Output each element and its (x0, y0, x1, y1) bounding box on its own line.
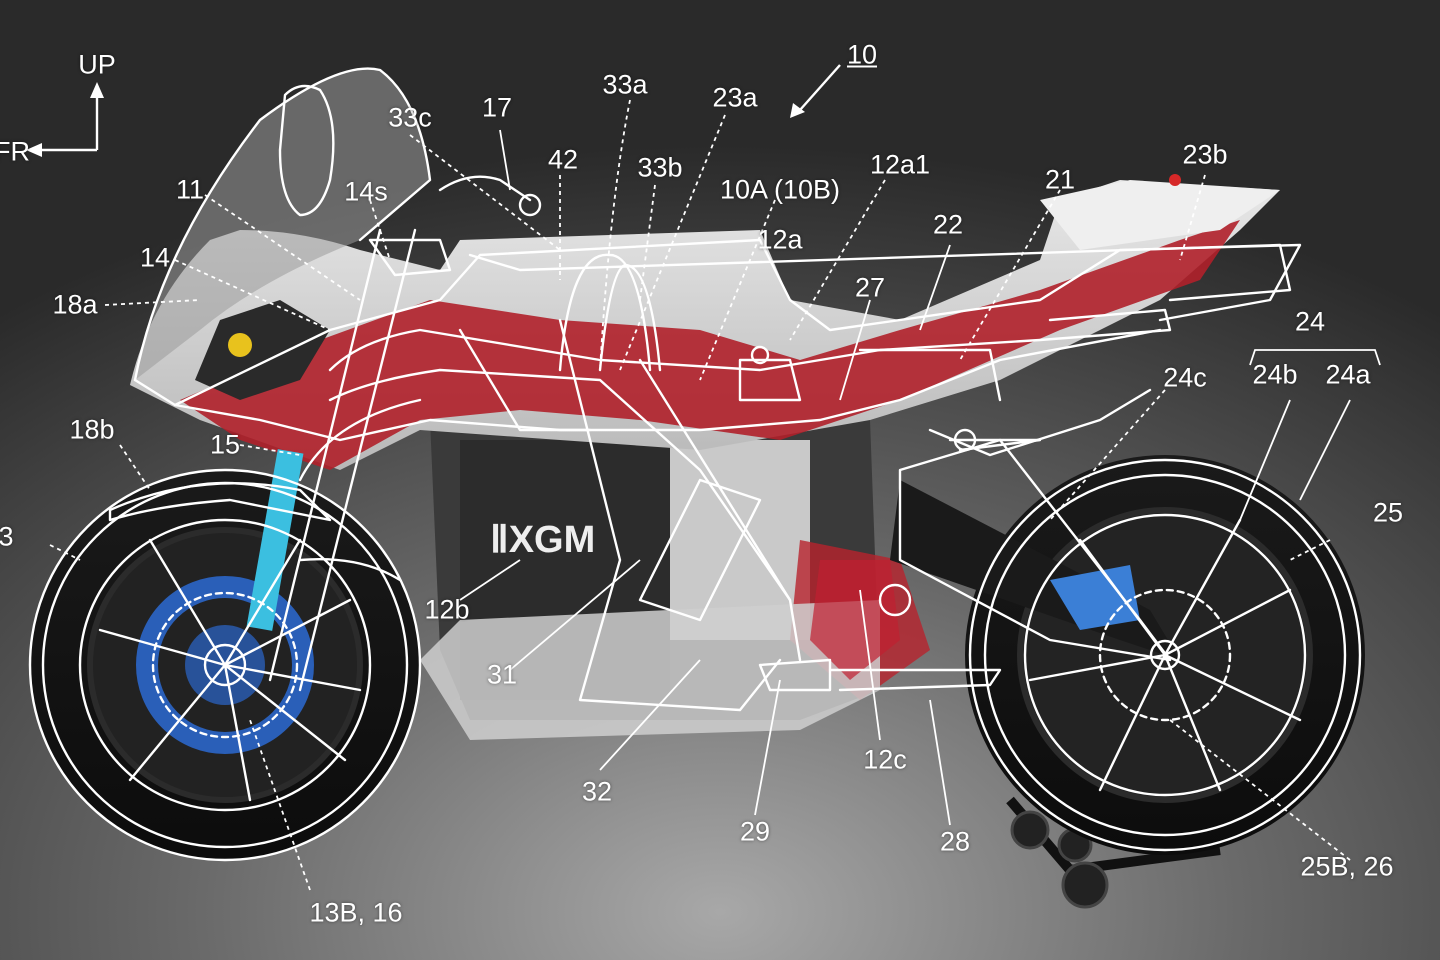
belly-pan (420, 600, 880, 740)
label-23a: 23a (712, 82, 758, 113)
label-12b: 12b (424, 594, 470, 625)
label-27: 27 (854, 272, 886, 303)
front-wheel-outline (28, 468, 422, 862)
label-21: 21 (1044, 164, 1076, 195)
nose-graphic (195, 300, 330, 400)
label-25b: 25B, 26 (1300, 851, 1394, 882)
label-28: 28 (939, 826, 971, 857)
rear-wheel-outline (968, 458, 1362, 852)
label-32: 32 (581, 776, 613, 807)
orientation-arrows (35, 90, 99, 152)
windscreen-outline (133, 67, 432, 382)
battery-frame-outline (558, 318, 782, 712)
label-18a: 18a (52, 289, 98, 320)
fork-outline (268, 228, 417, 692)
label-23b: 23b (1182, 139, 1228, 170)
ref-10-arrowhead (790, 103, 805, 118)
label-29: 29 (739, 816, 771, 847)
front-fender-outline (108, 482, 332, 522)
fairing-upper-outline (173, 238, 1302, 407)
motor-outline (878, 583, 912, 617)
seat-frame-outline (468, 243, 1292, 302)
ref-10-label: 10 (846, 39, 878, 70)
label-14s: 14s (344, 176, 388, 207)
patent-line-drawing (28, 67, 1362, 862)
leader-lines-solid (459, 129, 1381, 826)
ref-10-arrow (799, 64, 841, 111)
label-18b: 18b (69, 414, 115, 445)
label-24b: 24b (1252, 359, 1298, 390)
brand-logo: ⅡXGM (490, 519, 595, 561)
label-24: 24 (1294, 306, 1326, 337)
label-33b: 33b (637, 152, 683, 183)
front-brake-disc (136, 576, 314, 754)
label-13b: 13B, 16 (309, 897, 403, 928)
handlebar-outline (438, 175, 532, 202)
cable-33a (558, 253, 652, 372)
livery-red (180, 220, 1240, 470)
label-12c: 12c (863, 744, 907, 775)
label-14: 14 (139, 242, 171, 273)
motorcycle-photo: ⅡXGM (30, 68, 1365, 909)
up-label: UP (78, 49, 116, 80)
label-33c: 33c (388, 102, 432, 133)
label-24a: 24a (1325, 359, 1371, 390)
label-25: 25 (1372, 497, 1404, 528)
up-arrowhead (90, 82, 104, 98)
label-24c: 24c (1163, 362, 1207, 393)
windscreen (135, 68, 430, 381)
mirror-outline (278, 84, 335, 217)
paddock-stand (1006, 796, 1221, 909)
label-42: 42 (547, 144, 579, 175)
label-12a: 12a (757, 224, 803, 255)
label-13: 3 (0, 521, 14, 552)
label-17: 17 (481, 92, 513, 123)
label-15: 15 (209, 429, 241, 460)
label-22: 22 (932, 209, 964, 240)
tail-unit (1040, 180, 1280, 250)
front-arrowhead (26, 143, 42, 157)
label-33a: 33a (602, 69, 648, 100)
label-10a: 10A (10B) (719, 174, 841, 205)
label-11: 11 (175, 174, 205, 205)
swingarm-decal (1050, 565, 1140, 630)
main-frame-outline (328, 308, 1172, 372)
label-31: 31 (486, 659, 518, 690)
front-label: FR (0, 136, 30, 167)
label-12a1: 12a1 (869, 149, 931, 180)
leader-lines (49, 99, 1351, 891)
